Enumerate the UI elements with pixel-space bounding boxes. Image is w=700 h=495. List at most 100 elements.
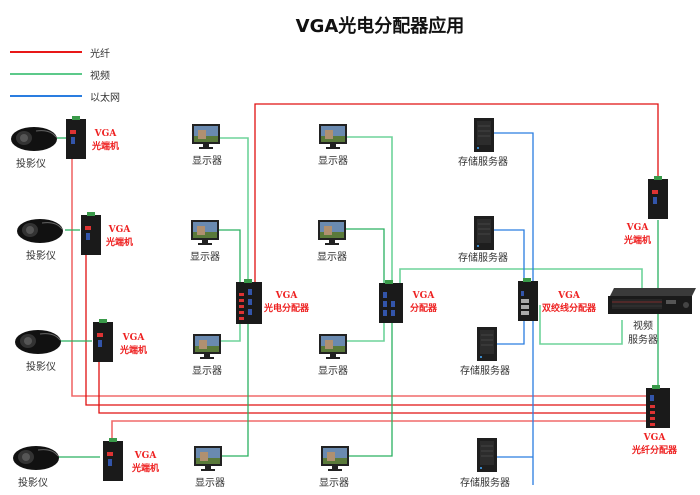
diagram-title: VGA光电分配器应用 bbox=[295, 16, 465, 37]
monitor-icon bbox=[194, 446, 222, 471]
transceiver-icon bbox=[81, 212, 101, 255]
monitor bbox=[191, 220, 219, 250]
video-wire bbox=[539, 305, 623, 345]
monitor-label: 显示器 bbox=[318, 366, 348, 377]
device-model: VGA bbox=[134, 451, 157, 461]
tower-server-icon bbox=[474, 216, 494, 250]
monitor-icon bbox=[193, 334, 221, 359]
video-wire bbox=[345, 322, 393, 457]
monitor-icon bbox=[318, 220, 346, 245]
device-model: VGA bbox=[558, 291, 580, 301]
device-type: 光端机 bbox=[120, 346, 148, 356]
video-wire bbox=[344, 228, 385, 283]
rack-server-icon bbox=[608, 288, 696, 314]
legend-fiber-line bbox=[10, 51, 82, 53]
device-model: VGA bbox=[108, 225, 131, 235]
legend-label: 视频 bbox=[90, 71, 110, 82]
device-type: 光端机 bbox=[106, 238, 134, 248]
splitter-icon bbox=[646, 385, 670, 428]
video-wire bbox=[218, 322, 249, 457]
monitor-icon bbox=[321, 446, 349, 471]
projector-label: 投影仪 bbox=[16, 159, 46, 170]
legend-video-line bbox=[10, 73, 82, 75]
fiber-wire bbox=[98, 360, 648, 414]
storage-server bbox=[477, 438, 497, 476]
video-wire bbox=[218, 229, 241, 283]
fiber-wire bbox=[85, 250, 648, 406]
device-model: VGA bbox=[626, 223, 649, 233]
fiber-splitter-label: VGA 光纤分配器 bbox=[632, 432, 677, 458]
fiber-wire bbox=[111, 420, 648, 442]
transceiver-label: VGA 光端机 bbox=[132, 450, 159, 476]
fiber-transceiver bbox=[101, 438, 125, 486]
tower-server-icon bbox=[477, 438, 497, 472]
ethernet-wire bbox=[494, 229, 525, 280]
monitor bbox=[192, 124, 220, 154]
optical-electric-splitter bbox=[234, 279, 264, 329]
projector-icon bbox=[11, 127, 57, 151]
twisted-pair-splitter bbox=[516, 278, 540, 326]
legend-label: 光纤 bbox=[90, 49, 110, 60]
video-server-label: 视频服务器 bbox=[628, 320, 658, 348]
storage-server bbox=[477, 327, 497, 365]
projector bbox=[12, 442, 60, 476]
monitor-label: 显示器 bbox=[319, 478, 349, 489]
monitor-label: 显示器 bbox=[195, 478, 225, 489]
storage-server bbox=[474, 118, 494, 156]
monitor bbox=[193, 334, 221, 364]
device-type: 光端机 bbox=[92, 142, 120, 152]
fiber-wire bbox=[254, 103, 659, 285]
legend-ethernet-line bbox=[10, 95, 82, 97]
projector bbox=[16, 215, 64, 249]
video-wire bbox=[220, 137, 249, 283]
twisted-pair-splitter-label: VGA 双绞线分配器 bbox=[542, 290, 596, 316]
fiber-transceiver bbox=[64, 116, 88, 164]
projector-icon bbox=[17, 219, 63, 243]
tower-server-icon bbox=[477, 327, 497, 361]
legend-label: 以太网 bbox=[90, 93, 120, 104]
video-wire bbox=[345, 136, 393, 283]
monitor-label: 显示器 bbox=[192, 156, 222, 167]
projector-icon bbox=[15, 330, 61, 354]
monitor-label: 显示器 bbox=[190, 252, 220, 263]
storage-server-label: 存储服务器 bbox=[458, 157, 508, 168]
video-wire bbox=[345, 322, 385, 342]
video-server bbox=[608, 288, 696, 320]
device-type: 双绞线分配器 bbox=[542, 304, 597, 314]
transceiver-icon bbox=[648, 176, 668, 219]
device-type: 光端机 bbox=[132, 464, 160, 474]
monitor bbox=[319, 334, 347, 364]
splitter-icon bbox=[518, 278, 538, 321]
monitor-label: 显示器 bbox=[318, 156, 348, 167]
monitor-label: 显示器 bbox=[192, 366, 222, 377]
monitor-icon bbox=[319, 124, 347, 149]
video-wire bbox=[218, 322, 241, 342]
projector bbox=[14, 326, 62, 360]
fiber-splitter bbox=[644, 385, 672, 433]
ethernet-wire bbox=[495, 315, 525, 345]
device-model: VGA bbox=[643, 433, 666, 443]
vga-splitter bbox=[377, 280, 405, 328]
monitor-label: 显示器 bbox=[317, 252, 347, 263]
monitor bbox=[319, 124, 347, 154]
device-model: VGA bbox=[122, 333, 145, 343]
storage-server-label: 存储服务器 bbox=[460, 478, 510, 489]
monitor bbox=[318, 220, 346, 250]
transceiver-icon bbox=[93, 319, 113, 362]
monitor-icon bbox=[192, 124, 220, 149]
transceiver-label: VGA 光端机 bbox=[120, 332, 147, 358]
ethernet-wire bbox=[494, 132, 534, 485]
transceiver-label: VGA 光端机 bbox=[106, 224, 133, 250]
fiber-transceiver bbox=[646, 176, 670, 224]
projector bbox=[10, 123, 58, 157]
monitor-icon bbox=[319, 334, 347, 359]
projector-label: 投影仪 bbox=[26, 362, 56, 373]
storage-server-label: 存储服务器 bbox=[458, 253, 508, 264]
device-type: 光纤分配器 bbox=[632, 446, 678, 456]
fiber-transceiver bbox=[91, 319, 115, 367]
video-server-label-line2: 服务器 bbox=[628, 335, 658, 346]
